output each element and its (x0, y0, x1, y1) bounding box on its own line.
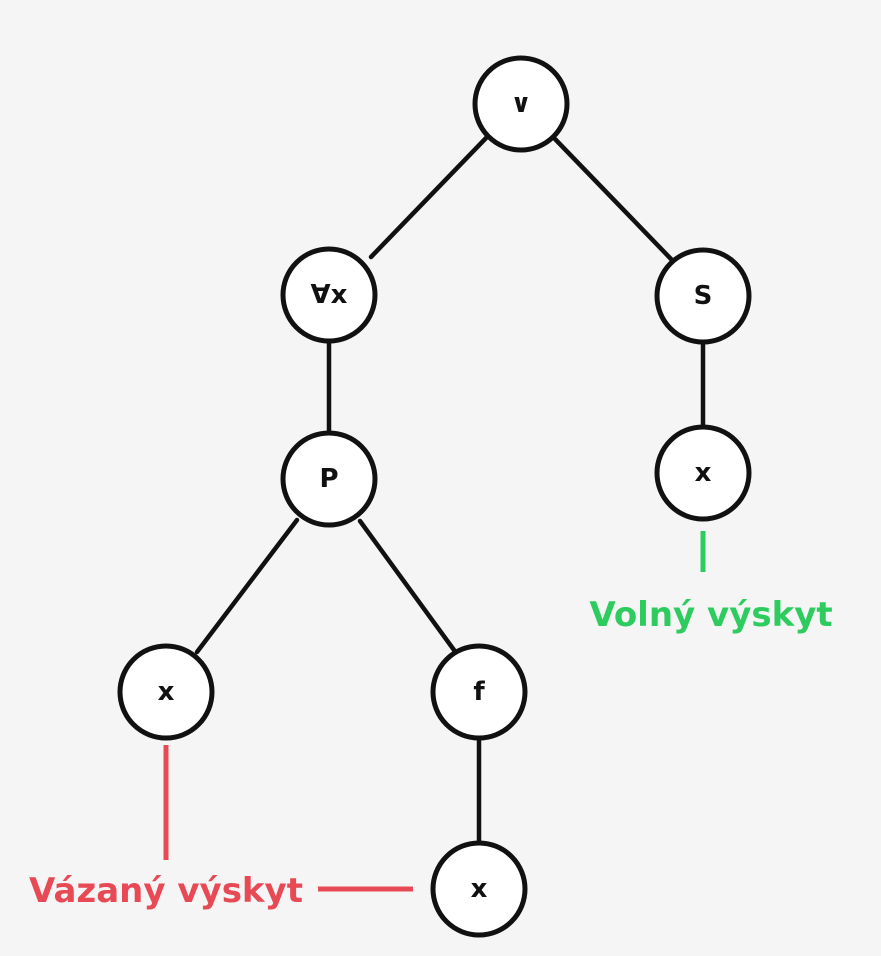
node-var-s: x (654, 424, 752, 522)
bound-occurrence-label: Vázaný výskyt (29, 871, 303, 911)
node-or: ∨ (472, 55, 570, 153)
node-pred-p: P (280, 430, 378, 528)
edge-or-forall (368, 134, 490, 260)
node-var-f: x (430, 840, 528, 938)
node-pred-s: S (654, 247, 752, 345)
node-var-f-label: x (471, 874, 488, 904)
edge-or-s (552, 136, 674, 262)
node-pred-p-label: P (319, 464, 338, 494)
node-forall-label: ∀x (311, 280, 348, 310)
edge-p-f (357, 518, 457, 653)
node-pred-s-label: S (694, 281, 713, 311)
node-var-p-left: x (117, 643, 215, 741)
edge-p-x (194, 517, 300, 655)
node-or-label: ∨ (510, 89, 531, 119)
node-func-f: f (430, 643, 528, 741)
node-forall: ∀x (280, 246, 378, 344)
node-var-p-left-label: x (158, 677, 175, 707)
node-func-f-label: f (473, 677, 485, 707)
node-var-s-label: x (695, 458, 712, 488)
free-occurrence-label: Volný výskyt (589, 595, 832, 635)
